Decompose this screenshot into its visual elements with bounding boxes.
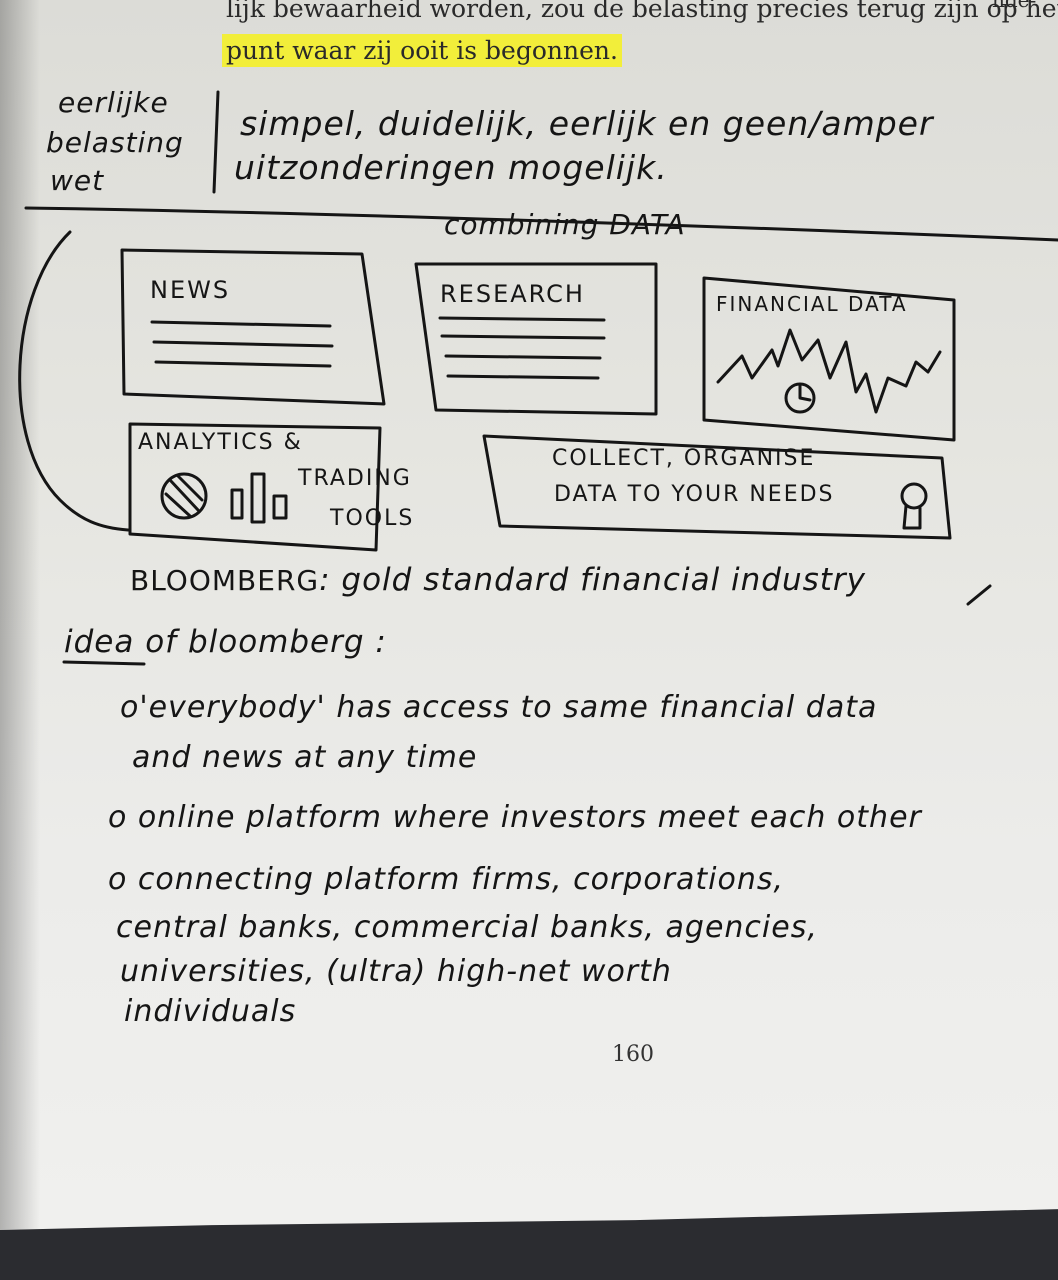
highlighted-text: punt waar zij ooit is begonnen. [222, 34, 622, 67]
news-box [120, 248, 386, 406]
diagram-title: combining DATA [444, 208, 686, 241]
analytics-label-1: ANALYTICS & [138, 430, 303, 455]
bar-2 [250, 472, 266, 524]
book-page: lijk bewaarheid worden, zou de belasting… [0, 0, 1058, 1230]
heading-end-stroke [966, 584, 992, 606]
bullet-2-line-1: o online platform where investors meet e… [108, 800, 922, 835]
stock-line [716, 328, 942, 414]
horizontal-rule [24, 206, 1058, 242]
bloomberg-heading: BLOOMBERG: gold standard financial indus… [130, 562, 866, 598]
lightbulb-head [900, 482, 928, 510]
bullet-1-line-1: o'everybody' has access to same financia… [120, 690, 878, 725]
bar-1 [230, 488, 244, 520]
research-lines [438, 316, 606, 380]
financial-label: FINANCIAL DATA [716, 292, 908, 316]
collect-box [482, 434, 952, 540]
bullet-3-line-4: individuals [124, 994, 297, 1029]
ink-drawing [18, 90, 1058, 666]
analytics-box [128, 422, 382, 552]
research-label: RESEARCH [440, 280, 585, 308]
news-label: NEWS [150, 276, 231, 304]
bullet-3-line-1: o connecting platform firms, corporation… [108, 862, 785, 897]
idea-rest: of bloomberg : [145, 624, 387, 660]
note-label-line-3: wet [50, 164, 105, 197]
bullet-3-line-2: central banks, commercial banks, agencie… [116, 910, 818, 945]
idea-line: idea of bloomberg : [64, 624, 387, 660]
page-number: 160 [612, 1042, 654, 1067]
idea-word: idea [64, 624, 135, 660]
pie-chart [160, 472, 208, 520]
idea-underline [62, 660, 146, 666]
bullet-1-line-2: and news at any time [132, 740, 478, 775]
lightbulb-base [902, 504, 922, 530]
printed-line-1: lijk bewaarheid worden, zou de belasting… [226, 0, 1058, 23]
printed-line-2: punt waar zij ooit is begonnen. [222, 34, 622, 67]
printed-line-1-text: lijk bewaarheid worden, zou de belasting… [226, 0, 1058, 23]
analytics-label-3: TOOLS [330, 506, 415, 531]
note-text-line-2: uitzonderingen mogelijk. [234, 148, 668, 187]
bar-3 [272, 494, 288, 520]
bloomberg-heading-prefix: BLOOMBERG [130, 564, 320, 597]
collect-label-1: COLLECT, ORGANISE [552, 446, 816, 471]
financial-box [702, 276, 956, 442]
news-lines [150, 320, 334, 368]
note-label-line-2: belasting [46, 126, 184, 159]
bloomberg-heading-rest: : gold standard financial industry [319, 562, 867, 598]
left-arc [18, 230, 130, 532]
note-separator-line [212, 90, 220, 194]
bullet-3-line-3: universities, (ultra) high-net worth [120, 954, 672, 989]
note-text-line-1: simpel, duidelijk, eerlijk en geen/amper [240, 104, 934, 143]
collect-label-2: DATA TO YOUR NEEDS [554, 482, 835, 507]
printed-edge-text: nde- [992, 0, 1037, 12]
page-shadow [0, 0, 40, 1230]
research-box [414, 262, 658, 416]
clock-circle [784, 382, 816, 414]
analytics-label-2: TRADING [298, 466, 412, 491]
note-label-line-1: eerlijke [58, 86, 169, 119]
